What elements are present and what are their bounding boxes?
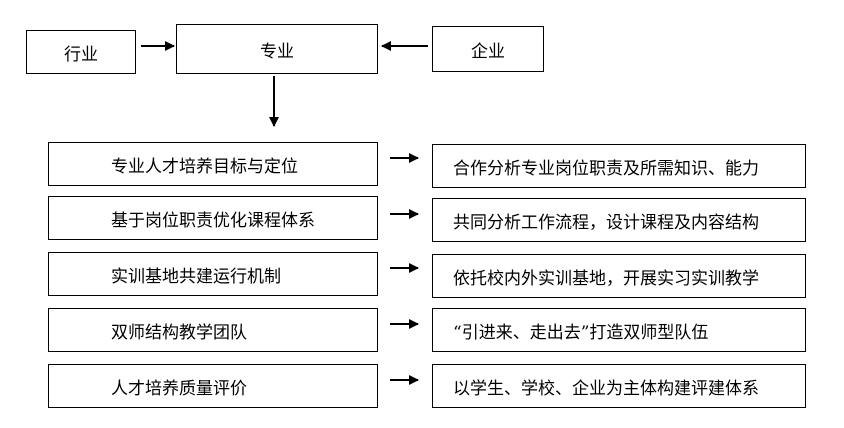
right-box-3: 依托校内外实训基地，开展实习实训教学	[432, 254, 806, 298]
left-box-2: 基于岗位职责优化课程体系	[48, 196, 378, 240]
industry-box: 行业	[26, 30, 136, 74]
left-box-3: 实训基地共建运行机制	[48, 252, 378, 296]
right-label-2: 共同分析工作流程，设计课程及内容结构	[453, 212, 759, 233]
left-box-5: 人才培养质量评价	[48, 364, 378, 408]
right-label-4: “引进来、走出去”打造双师型队伍	[453, 322, 709, 343]
left-label-2: 基于岗位职责优化课程体系	[111, 210, 315, 231]
left-box-1: 专业人才培养目标与定位	[48, 142, 378, 186]
left-label-4: 双师结构教学团队	[111, 322, 247, 343]
enterprise-box: 企业	[432, 26, 544, 72]
right-box-4: “引进来、走出去”打造双师型队伍	[432, 308, 806, 352]
left-label-1: 专业人才培养目标与定位	[111, 156, 298, 177]
right-label-5: 以学生、学校、企业为主体构建评建体系	[453, 378, 759, 399]
right-box-5: 以学生、学校、企业为主体构建评建体系	[432, 364, 806, 408]
major-label: 专业	[260, 41, 294, 62]
left-label-3: 实训基地共建运行机制	[111, 266, 281, 287]
left-box-4: 双师结构教学团队	[48, 308, 378, 352]
right-label-3: 依托校内外实训基地，开展实习实训教学	[453, 268, 759, 289]
right-box-2: 共同分析工作流程，设计课程及内容结构	[432, 198, 806, 242]
right-box-1: 合作分析专业岗位职责及所需知识、能力	[432, 144, 806, 188]
left-label-5: 人才培养质量评价	[111, 378, 247, 399]
enterprise-label: 企业	[471, 41, 505, 62]
right-label-1: 合作分析专业岗位职责及所需知识、能力	[453, 158, 759, 179]
major-box: 专业	[176, 24, 378, 74]
industry-label: 行业	[64, 44, 98, 65]
